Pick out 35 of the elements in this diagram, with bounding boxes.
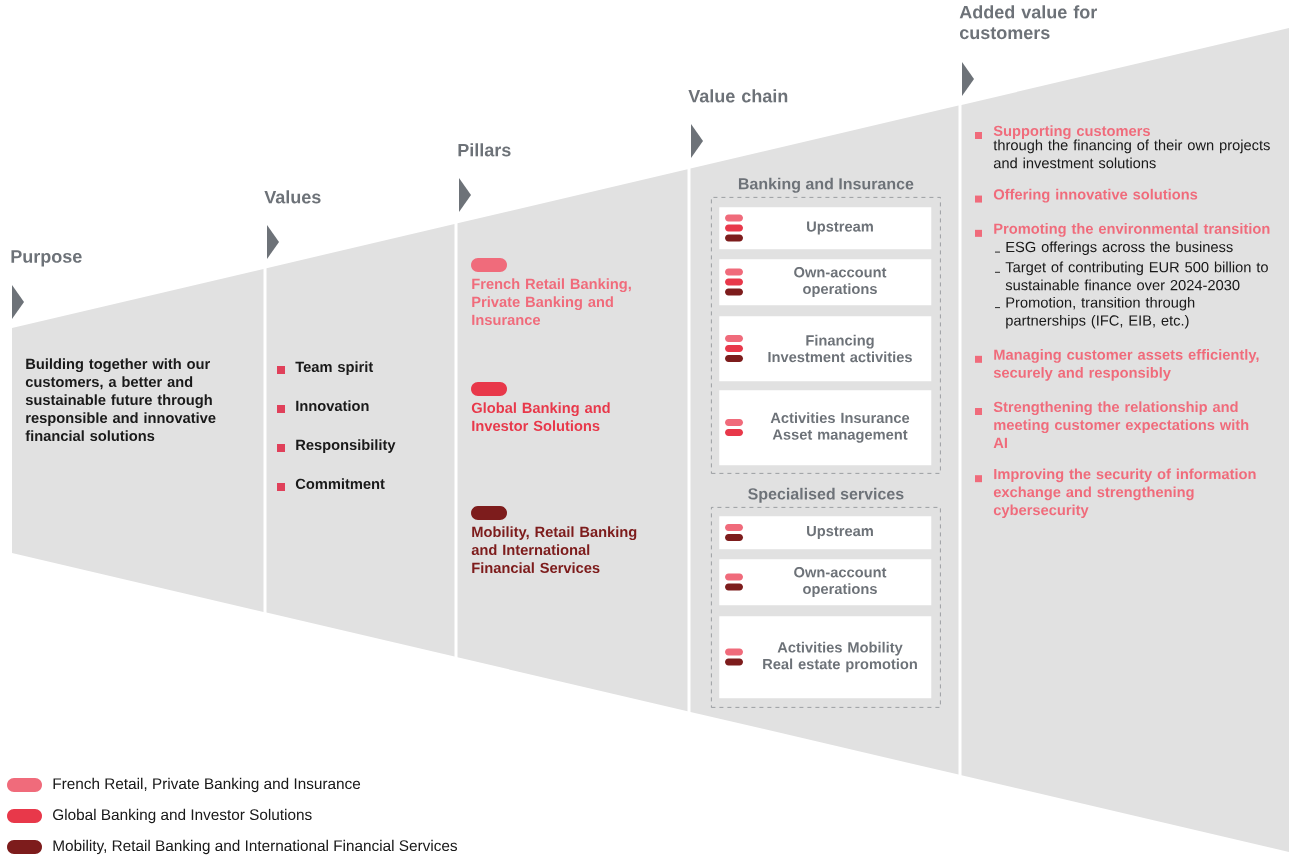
- value-item: Responsibility: [296, 439, 396, 453]
- pillar-name: French Retail Banking, Private Banking and Insurance: [472, 278, 631, 326]
- value-item: Innovation: [296, 400, 369, 412]
- stage-heading: Values: [264, 190, 321, 204]
- value-item: Team spirit: [295, 361, 374, 375]
- activity-box: Own-account operations: [719, 559, 932, 606]
- activity-box: Activities Insurance Asset management: [719, 390, 932, 466]
- stage-heading: Pillars: [458, 143, 511, 157]
- benefit-detail: Promotion, transition through partnerships (IFC, EIB, etc.): [1006, 296, 1195, 329]
- legend-label: Global Banking and Investor Solutions: [53, 808, 312, 824]
- legend-label: French Retail, Private Banking and Insurance: [53, 777, 361, 793]
- activity-box: Upstream: [719, 516, 932, 550]
- purpose-statement: Building together with our customers, a better and sustainable future through responsible and innovative financial solutions: [25, 358, 216, 442]
- pillar-name: Mobility, Retail Banking and International Financial Services: [471, 526, 637, 574]
- stage-heading: Value chain: [688, 89, 788, 103]
- activity-box: Own-account operations: [719, 259, 932, 306]
- benefit-text: through the financing of their own projects and investment solutions: [993, 139, 1270, 169]
- benefit-heading: Managing customer assets efficiently, securely and responsibly: [993, 349, 1259, 381]
- pillar-name: Global Banking and Investor Solutions: [471, 402, 610, 432]
- benefit-heading: Strengthening the relationship and meeting customer expectations with AI: [993, 401, 1249, 448]
- value-item: Commitment: [295, 478, 385, 490]
- activity-box: Activities Mobility Real estate promotion: [719, 616, 932, 699]
- activity-box: Upstream: [719, 207, 932, 250]
- group-heading: Specialised services: [748, 487, 904, 503]
- activity-box: Financing Investment activities: [719, 316, 932, 382]
- benefit-heading: Promoting the environmental transition: [994, 223, 1270, 237]
- benefit-detail: Target of contributing EUR 500 billion to sustainable finance over 2024-2030: [1005, 261, 1268, 291]
- stage-heading: Added value for customers: [959, 5, 1097, 40]
- benefit-heading: Supporting customers: [993, 125, 1150, 139]
- benefit-heading: Offering innovative solutions: [993, 188, 1198, 203]
- benefit-heading: Improving the security of information exchange and strengthening cybersecurity: [993, 468, 1256, 519]
- legend-label: Mobility, Retail Banking and International Financial Services: [53, 839, 458, 855]
- stage-heading: Purpose: [11, 250, 82, 267]
- group-heading: Banking and Insurance: [738, 177, 914, 193]
- benefit-detail: ESG offerings across the business: [1006, 241, 1233, 256]
